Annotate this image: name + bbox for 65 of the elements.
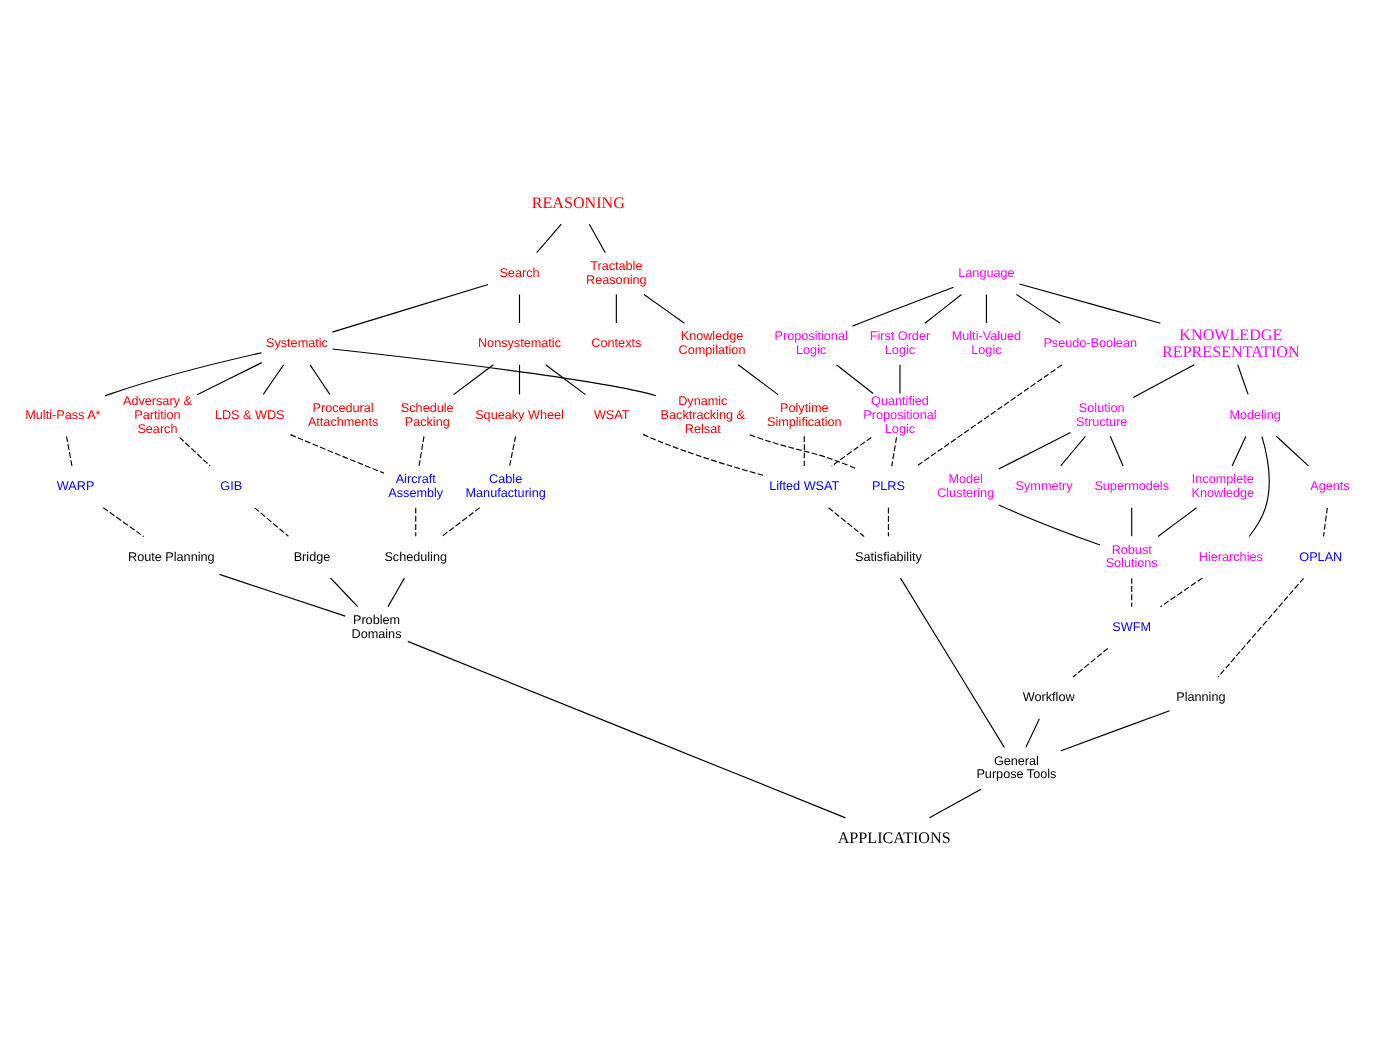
- node-text: KNOWLEDGE REPRESENTATION: [1162, 325, 1300, 361]
- connector: [643, 293, 685, 324]
- connector: [509, 435, 517, 467]
- connector: [418, 435, 425, 467]
- connector: [803, 435, 805, 467]
- connector: [1159, 577, 1203, 608]
- connector: [887, 507, 889, 537]
- connector: [331, 283, 489, 333]
- connector: [1132, 364, 1195, 399]
- connector: [104, 352, 263, 397]
- connector: [1060, 435, 1086, 467]
- connector: [1231, 435, 1247, 467]
- connector: [415, 507, 417, 537]
- connector: [1060, 710, 1171, 752]
- connector: [916, 364, 1063, 467]
- connector: [737, 364, 779, 396]
- connector: [1217, 577, 1305, 678]
- connector: [102, 507, 145, 538]
- connector: [545, 364, 587, 396]
- connector: [1237, 364, 1249, 395]
- connector: [899, 577, 1005, 748]
- connector: [1131, 507, 1133, 537]
- connector: [196, 362, 263, 396]
- connector: [309, 364, 331, 395]
- connector: [536, 223, 562, 254]
- node-text: REASONING: [531, 193, 625, 212]
- connector: [928, 788, 982, 819]
- connector: [262, 364, 285, 395]
- connector: [1018, 283, 1161, 324]
- connector: [749, 434, 858, 470]
- connector: [518, 293, 521, 324]
- connector: [924, 293, 962, 324]
- connector: [1015, 293, 1061, 324]
- connector: [387, 577, 405, 608]
- connector: [998, 504, 1101, 546]
- connector: [407, 640, 847, 819]
- connector: [331, 348, 657, 397]
- connector: [828, 507, 865, 538]
- connector: [588, 223, 606, 254]
- connector: [998, 431, 1072, 470]
- node-text: APPLICATIONS: [837, 828, 951, 847]
- connector: [452, 364, 494, 396]
- connector: [1248, 435, 1270, 538]
- connector: [831, 436, 872, 467]
- connector: [65, 435, 73, 467]
- connector: [1275, 435, 1309, 467]
- connector: [330, 577, 359, 608]
- connector: [254, 507, 289, 537]
- connector: [851, 286, 955, 327]
- connector: [1322, 507, 1328, 537]
- connector: [985, 293, 987, 324]
- connector: [441, 507, 481, 538]
- connector: [835, 364, 874, 395]
- connector: [642, 433, 766, 477]
- connector: [289, 434, 385, 474]
- connector: [179, 436, 211, 467]
- connector: [1025, 718, 1040, 748]
- connector: [891, 436, 898, 467]
- connector: [218, 573, 346, 617]
- connector: [1157, 507, 1198, 538]
- connector: [1109, 435, 1124, 467]
- connector: [518, 364, 521, 395]
- connector: [615, 293, 617, 324]
- connector: [1131, 577, 1133, 608]
- connector: [1072, 647, 1109, 678]
